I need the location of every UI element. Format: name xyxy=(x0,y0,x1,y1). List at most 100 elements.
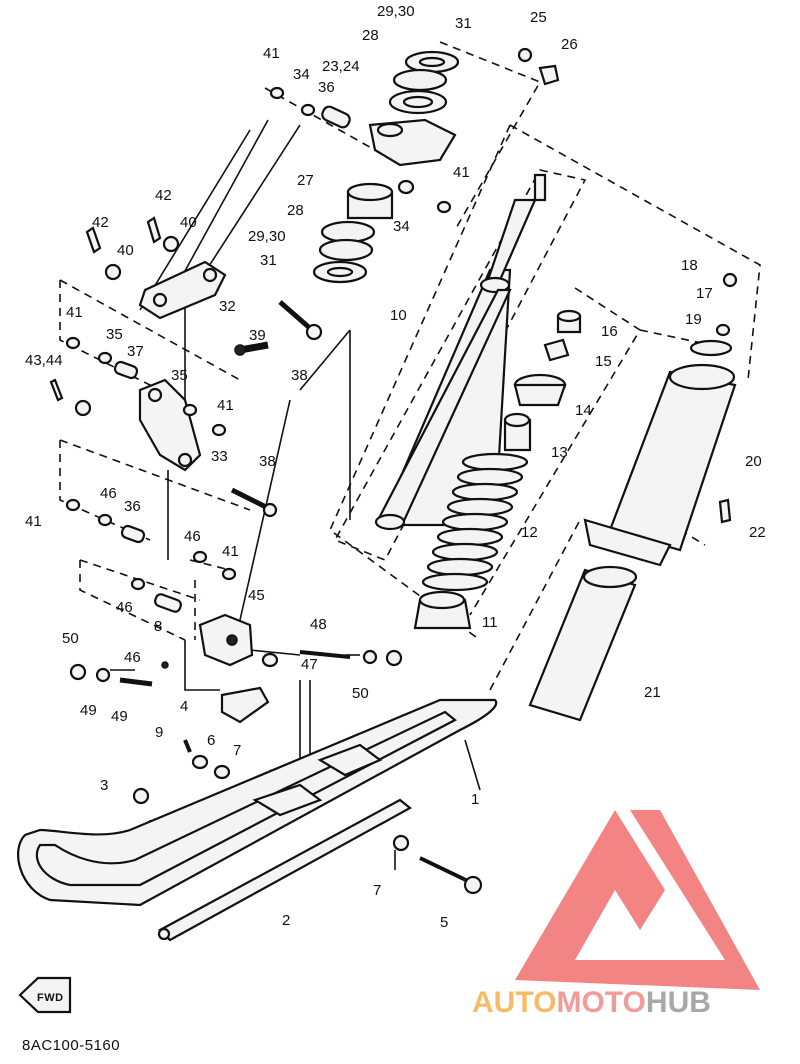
left-linkage xyxy=(49,216,323,613)
callout-label: 40 xyxy=(117,242,134,259)
shock-10-bottom xyxy=(374,513,406,531)
shock-rod-top xyxy=(533,173,547,202)
spindle-arm-43-44 xyxy=(198,613,254,667)
callout-label: 11 xyxy=(482,614,498,631)
watermark-text-auto: AUTO xyxy=(472,986,556,1019)
spindle-arm-assembly xyxy=(69,613,483,895)
nut-25 xyxy=(517,47,533,63)
spring-12 xyxy=(421,452,529,592)
callout-label: 35 xyxy=(106,326,123,343)
nut-50-left xyxy=(69,663,87,681)
nut-6 xyxy=(191,754,209,770)
link-plate-32-hole-b xyxy=(202,267,218,283)
washer-31-lower-hole xyxy=(326,266,354,278)
bolt-38-upper xyxy=(278,300,314,332)
adjuster-13-top xyxy=(503,412,531,428)
bushing-28-top-hole xyxy=(402,95,434,109)
nut-40-lower xyxy=(74,399,92,417)
bolt-39-head xyxy=(234,344,246,356)
cover-20-top xyxy=(668,363,736,391)
callout-label: 28 xyxy=(287,202,304,219)
bolt-5-head xyxy=(463,875,483,895)
nut-40-upper-left xyxy=(104,263,122,281)
callout-label: 5 xyxy=(440,914,448,931)
callout-label: 19 xyxy=(685,311,702,328)
callout-label: 40 xyxy=(180,214,197,231)
bracket-23-24-hole xyxy=(376,122,404,138)
callout-label: 31 xyxy=(260,252,277,269)
nut-50-right xyxy=(385,649,403,667)
callout-label: 41 xyxy=(222,543,239,560)
link-plate-32-hole-a xyxy=(152,292,168,308)
callout-label: 45 xyxy=(248,587,265,604)
callout-labels: 1 2 3 4 5 6 7 7 8 9 10 11 12 13 14 15 16… xyxy=(25,3,766,931)
callout-label: 1 xyxy=(471,791,479,808)
callout-label: 3 xyxy=(100,777,108,794)
callout-label: 49 xyxy=(111,708,128,725)
spring-seat-11-top xyxy=(418,590,466,610)
callout-label: 32 xyxy=(219,298,236,315)
fwd-label: FWD xyxy=(37,992,64,1004)
retainer-15 xyxy=(543,338,570,362)
watermark-text-moto: MOTO xyxy=(556,986,645,1019)
bolt-22 xyxy=(718,498,732,524)
callout-label: 39 xyxy=(249,327,266,344)
bolt-38-lower-head xyxy=(262,502,278,518)
bolt-48 xyxy=(119,677,153,687)
bushing-27-top xyxy=(346,182,394,202)
arm-bracket-33-hole-b xyxy=(177,452,193,468)
watermark-logo: AUTOMOTOHUB xyxy=(472,810,760,1019)
callout-label: 22 xyxy=(749,524,766,541)
washer-49-right xyxy=(362,649,378,665)
callout-label: 12 xyxy=(521,524,538,541)
callout-label: 16 xyxy=(601,323,618,340)
shock-10-collar xyxy=(479,276,511,294)
collar-34-upper xyxy=(300,103,316,117)
callout-label: 36 xyxy=(318,79,335,96)
washer-29-lower xyxy=(318,238,374,262)
callout-label: 47 xyxy=(301,656,318,673)
bolt-26 xyxy=(538,64,560,86)
callout-label: 41 xyxy=(217,397,234,414)
leader-lines xyxy=(110,119,481,870)
ski-1-mount-rear xyxy=(252,783,323,817)
callout-label: 42 xyxy=(92,214,109,231)
washer-7-upper xyxy=(213,764,231,780)
washer-7-lower xyxy=(392,834,410,852)
callout-label: 28 xyxy=(362,27,379,44)
collar-34-right xyxy=(397,179,415,195)
collar-41-bottom xyxy=(221,567,237,581)
callout-label: 21 xyxy=(644,684,661,701)
nut-18 xyxy=(722,272,738,288)
watermark-triangle-icon xyxy=(515,810,760,990)
collar-46-lower-left xyxy=(97,513,113,527)
callout-label: 34 xyxy=(393,218,410,235)
callout-label: 37 xyxy=(127,343,144,360)
callout-label: 42 xyxy=(155,187,172,204)
collar-46-right xyxy=(261,652,279,668)
collar-41-right xyxy=(436,200,452,214)
ski-1-inner xyxy=(35,710,458,887)
spindle-arm-43-44-hole xyxy=(226,634,238,646)
washer-19 xyxy=(689,339,733,357)
shaft-37 xyxy=(113,360,139,380)
nut-40-upper-right xyxy=(162,235,180,253)
callout-label: 9 xyxy=(155,724,163,741)
callout-label: 29,30 xyxy=(377,3,415,20)
callout-label: 23,24 xyxy=(322,58,360,75)
pin-42-right xyxy=(146,216,162,244)
boot-21 xyxy=(528,568,637,722)
bolt-38-upper-head xyxy=(305,323,323,341)
callout-label: 4 xyxy=(180,698,188,715)
arm-bracket-33 xyxy=(138,378,202,472)
middle-bushing-stack xyxy=(312,182,394,284)
callout-label: 31 xyxy=(455,15,472,32)
callout-label: 41 xyxy=(66,304,83,321)
callout-label: 48 xyxy=(310,616,327,633)
shaft-36-upper xyxy=(321,105,351,129)
callout-label: 50 xyxy=(62,630,79,647)
callout-label: 41 xyxy=(25,513,42,530)
bolt-47 xyxy=(299,650,351,659)
callout-label: 36 xyxy=(124,498,141,515)
